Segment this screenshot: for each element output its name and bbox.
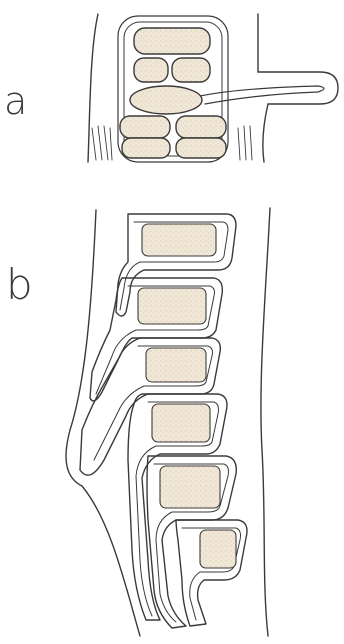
panel-a-cell xyxy=(172,58,210,82)
panel-a-cells xyxy=(120,28,226,158)
panel-a-cell xyxy=(134,58,168,82)
panel-a-filament xyxy=(200,86,324,104)
panel-b-cell xyxy=(146,348,206,382)
panel-b-cell xyxy=(200,530,236,568)
panel-b-right-wall xyxy=(261,208,270,636)
panel-b-cells xyxy=(138,224,236,568)
panel-b-left-wall xyxy=(66,210,140,636)
panel-a-left-wall xyxy=(88,14,98,162)
panel-b-cell xyxy=(138,288,206,324)
panel-a-cell xyxy=(122,138,170,158)
panel-b-drawing xyxy=(66,208,270,636)
panel-a-cell xyxy=(130,86,202,114)
panel-a-cell xyxy=(176,116,226,138)
panel-a-label: a xyxy=(4,82,27,120)
panel-b-cell xyxy=(152,404,210,442)
panel-b-cell xyxy=(160,466,220,508)
panel-a-cell xyxy=(176,138,226,158)
panel-a-cell xyxy=(134,28,210,54)
panel-b-cell xyxy=(142,224,216,256)
panel-a-cell xyxy=(120,116,170,138)
panel-a-drawing xyxy=(88,14,338,162)
panel-b-label: b xyxy=(6,264,33,306)
